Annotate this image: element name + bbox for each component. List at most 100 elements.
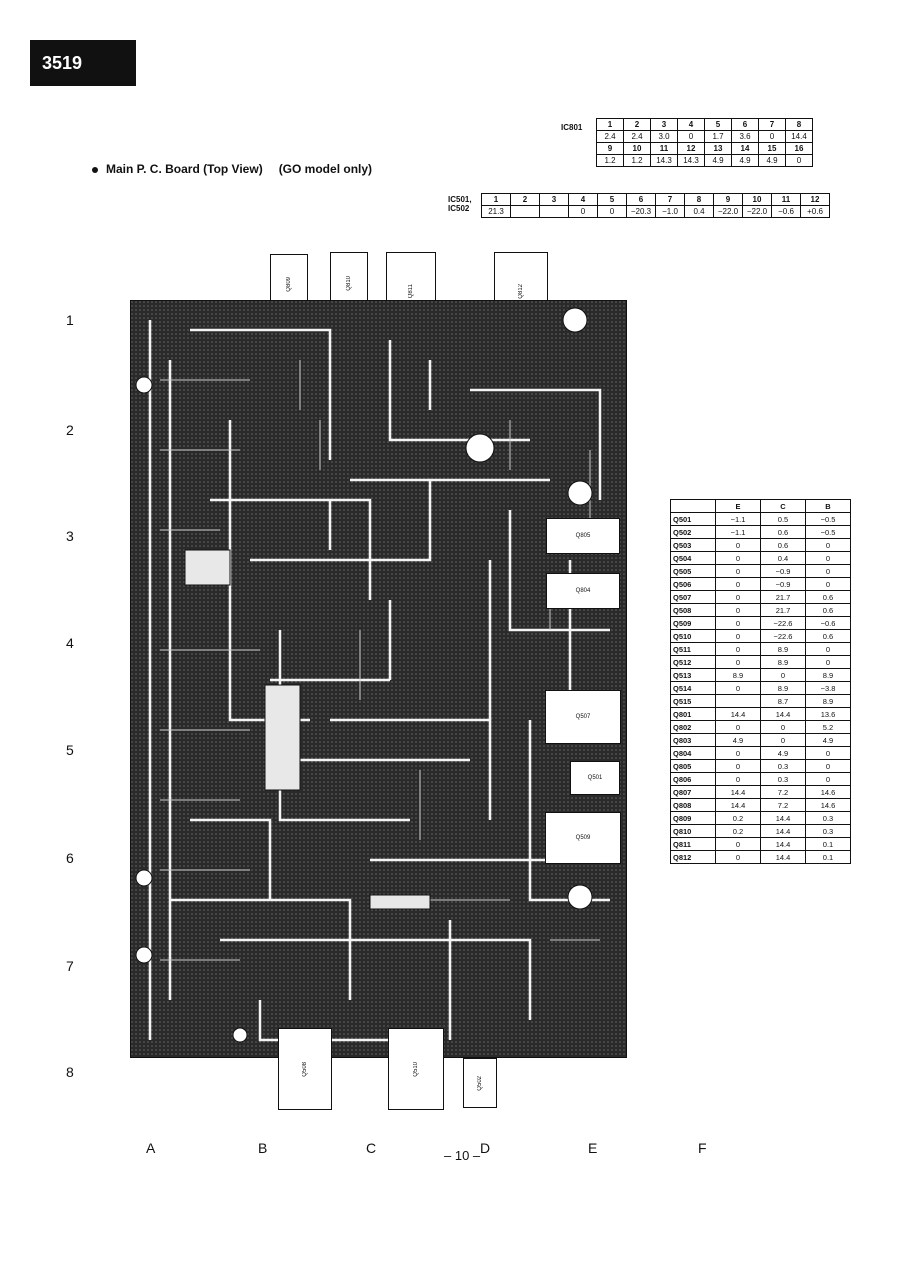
transistor-voltage: −0.9 [760,564,806,578]
ic801-pin-number: 8 [785,118,813,131]
ic801-pin-voltage: 4.9 [704,154,732,167]
transistor-voltage: 4.9 [805,733,851,747]
ic801-label: IC801 [561,123,583,132]
transistor-voltage: 0.2 [715,824,761,838]
q509-package: Q509 [545,812,621,864]
ic801-pin-voltage: 3.0 [650,130,678,143]
transistor-name: Q509 [670,616,716,630]
transistor-voltage: 0 [805,577,851,591]
ic801-pin-voltage: 2.4 [623,130,651,143]
q507-package: Q507 [545,690,621,744]
ic501-pin-number: 3 [539,193,569,206]
ic501-pin-voltage [510,205,540,218]
ic801-pin-number: 6 [731,118,759,131]
transistor-voltage: 8.7 [760,694,806,708]
transistor-name: Q501 [670,512,716,526]
col-label-f: F [698,1140,707,1156]
transistor-voltage: 0 [715,629,761,643]
ic801-pin-voltage: 0 [785,154,813,167]
ic501-pin-voltage: +0.6 [800,205,830,218]
q502-label: Q502 [477,1075,483,1091]
transistor-voltage: 0 [715,538,761,552]
q510-label: Q510 [413,1061,419,1077]
transistor-voltage: 14.4 [715,785,761,799]
q510-package: Q510 [388,1028,444,1110]
transistor-voltage: 21.7 [760,590,806,604]
transistor-voltage: 14.4 [715,707,761,721]
q805-label: Q805 [575,533,591,539]
transistor-name: Q807 [670,785,716,799]
transistor-table-header-cell [670,499,716,513]
ic801-pin-voltage: 14.3 [650,154,678,167]
q812-label: Q812 [518,283,524,299]
transistor-voltage: 0 [715,577,761,591]
ic502-label: IC502 [448,204,470,213]
transistor-voltage: −22.6 [760,616,806,630]
transistor-name: Q801 [670,707,716,721]
transistor-name: Q507 [670,590,716,604]
transistor-voltage: 0 [715,746,761,760]
transistor-voltage: −0.5 [805,512,851,526]
ic801-pin-voltage: 1.7 [704,130,732,143]
transistor-voltage: 0.1 [805,837,851,851]
ic801-pin-number: 7 [758,118,786,131]
transistor-voltage: 0 [760,720,806,734]
board-title-text: Main P. C. Board (Top View) [106,162,263,176]
transistor-name: Q811 [670,837,716,851]
q507-label: Q507 [575,714,591,720]
transistor-voltage: 0.3 [760,759,806,773]
transistor-voltage: 14.4 [760,837,806,851]
transistor-name: Q803 [670,733,716,747]
q811-label: Q811 [408,283,414,299]
q508-label: Q508 [302,1061,308,1077]
q804-package: Q804 [546,573,620,609]
board-title: Main P. C. Board (Top View)(GO model onl… [92,162,372,176]
q809-label: Q809 [286,276,292,292]
transistor-voltage: 0 [715,720,761,734]
q805-package: Q805 [546,518,620,554]
transistor-voltage: 0 [805,772,851,786]
ic801-pin-voltage: 0 [677,130,705,143]
q804-label: Q804 [575,588,591,594]
transistor-voltage: 0 [805,759,851,773]
col-label-e: E [588,1140,598,1156]
transistor-name: Q512 [670,655,716,669]
transistor-voltage: 0.2 [715,811,761,825]
ic501-pin-voltage: 0 [597,205,627,218]
transistor-voltage: 4.9 [715,733,761,747]
transistor-voltage: 0 [715,616,761,630]
ic801-pin-voltage: 2.4 [596,130,624,143]
ic501-pin-number: 4 [568,193,598,206]
transistor-voltage: 0 [715,642,761,656]
transistor-voltage: −0.6 [805,616,851,630]
ic801-pin-number: 2 [623,118,651,131]
ic501-pin-number: 1 [481,193,511,206]
transistor-name: Q806 [670,772,716,786]
ic501-pin-number: 7 [655,193,685,206]
ic801-pin-number: 1 [596,118,624,131]
col-label-c: C [366,1140,377,1156]
transistor-voltage: 0 [760,668,806,682]
row-label-2: 2 [66,422,74,438]
model-badge-text: 3519 [42,52,83,73]
transistor-voltage: 8.9 [760,681,806,695]
ic801-pin-number: 12 [677,142,705,155]
ic501-pin-number: 2 [510,193,540,206]
transistor-name: Q506 [670,577,716,591]
transistor-voltage: 8.9 [805,694,851,708]
row-label-8: 8 [66,1064,74,1080]
ic801-pin-number: 16 [785,142,813,155]
